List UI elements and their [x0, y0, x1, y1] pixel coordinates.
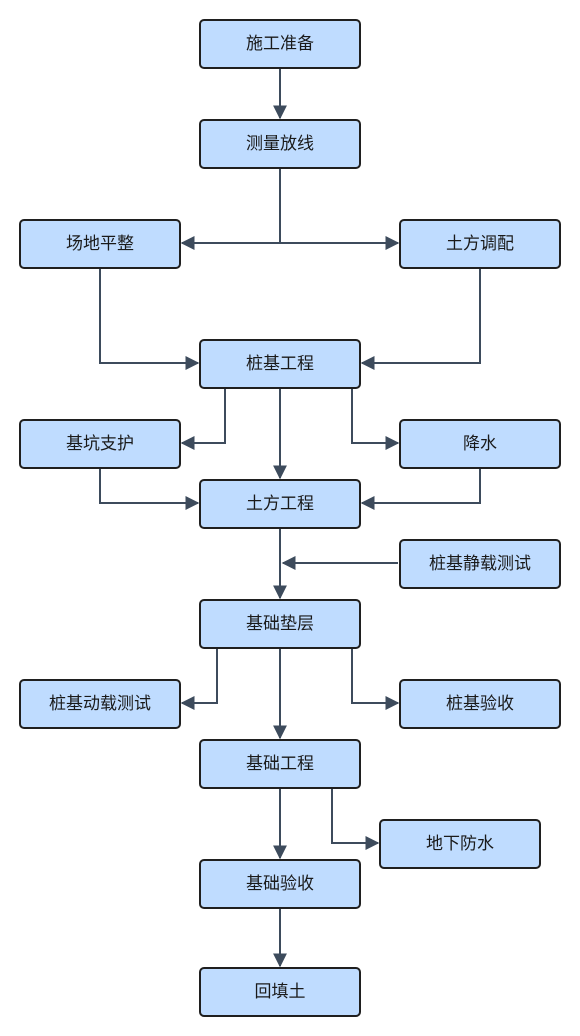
node-backfill: 回填土	[199, 967, 361, 1017]
node-static-test-label: 桩基静载测试	[429, 554, 531, 574]
node-dewater: 降水	[399, 419, 561, 469]
edge-dewater-earthwork	[360, 468, 481, 510]
node-backfill-label: 回填土	[255, 982, 306, 1002]
node-dewater-label: 降水	[463, 434, 497, 454]
node-found-accept: 基础验收	[199, 859, 361, 909]
node-waterproof-label: 地下防水	[426, 834, 494, 854]
node-survey-label: 测量放线	[246, 134, 314, 154]
node-waterproof: 地下防水	[379, 819, 541, 869]
node-support-label: 基坑支护	[66, 434, 134, 454]
node-pile-accept-label: 桩基验收	[446, 694, 514, 714]
node-cushion-label: 基础垫层	[246, 614, 314, 634]
node-earthwork-label: 土方工程	[246, 494, 314, 514]
node-found-accept-label: 基础验收	[246, 874, 314, 894]
edge-cushion-dynamic-test	[180, 648, 218, 710]
node-earth-balance: 土方调配	[399, 219, 561, 269]
node-dynamic-test: 桩基动载测试	[19, 679, 181, 729]
node-cushion: 基础垫层	[199, 599, 361, 649]
node-pile-label: 桩基工程	[246, 354, 314, 374]
node-prep: 施工准备	[199, 19, 361, 69]
node-earthwork: 土方工程	[199, 479, 361, 529]
node-foundation-label: 基础工程	[246, 754, 314, 774]
node-prep-label: 施工准备	[246, 34, 314, 54]
node-level-label: 场地平整	[66, 234, 134, 254]
node-level: 场地平整	[19, 219, 181, 269]
node-static-test: 桩基静载测试	[399, 539, 561, 589]
node-foundation: 基础工程	[199, 739, 361, 789]
node-pile: 桩基工程	[199, 339, 361, 389]
node-dynamic-test-label: 桩基动载测试	[49, 694, 151, 714]
node-earth-balance-label: 土方调配	[446, 234, 514, 254]
edge-cushion-pile-accept	[351, 648, 400, 710]
node-survey: 测量放线	[199, 119, 361, 169]
edge-support-earthwork	[99, 468, 200, 510]
edge-foundation-waterproof	[331, 788, 380, 850]
edge-level-pile	[99, 268, 200, 370]
edge-pile-support	[180, 388, 226, 450]
edge-pile-dewater	[351, 388, 400, 450]
edge-earth-balance-pile	[360, 268, 481, 370]
node-pile-accept: 桩基验收	[399, 679, 561, 729]
node-support: 基坑支护	[19, 419, 181, 469]
edges	[99, 68, 481, 968]
